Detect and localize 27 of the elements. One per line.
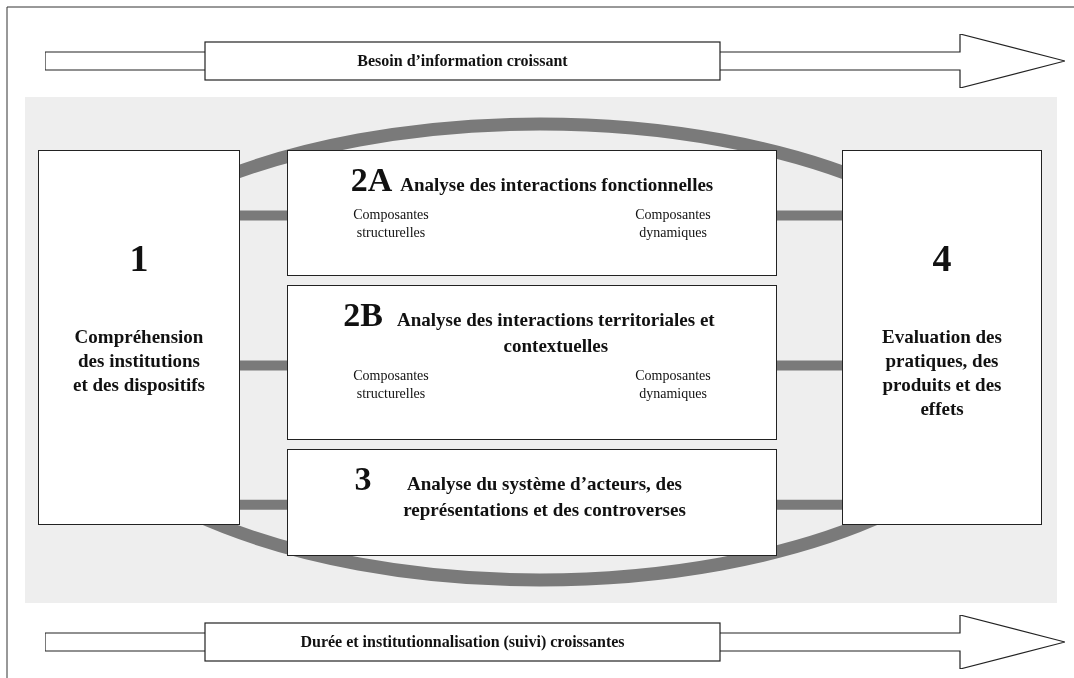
connector-bar xyxy=(240,210,287,221)
connector-bar xyxy=(240,360,287,371)
analysis-box xyxy=(287,285,777,440)
stage-title: Analyse des interactions fonctionnelles xyxy=(400,173,714,197)
arrow-label: Durée et institutionnalisation (suivi) croissantes xyxy=(300,632,625,653)
stage-box xyxy=(842,150,1042,525)
component-label: Composantes dynamiques xyxy=(634,367,712,403)
connector-bar xyxy=(777,499,842,510)
analysis-box xyxy=(287,449,777,556)
stage-title: Compréhension des institutions et des dispositifs xyxy=(72,325,206,397)
connector-bar xyxy=(777,210,842,221)
component-label: Composantes structurelles xyxy=(352,206,430,242)
stage-number: 4 xyxy=(932,239,952,277)
component-label: Composantes structurelles xyxy=(352,367,430,403)
stage-number: 1 xyxy=(129,239,149,277)
connector-bar xyxy=(240,499,287,510)
analysis-box xyxy=(287,150,777,276)
stage-number: 3 xyxy=(354,462,372,496)
stage-number: 2A xyxy=(350,163,393,197)
stage-box xyxy=(38,150,240,525)
stage-title: Analyse du système d’acteurs, des représentations et des controverses xyxy=(402,472,687,522)
stage-title: Evaluation des pratiques, des produits et des effets xyxy=(881,325,1003,421)
stage-number: 2B xyxy=(343,298,383,332)
arrow-label: Besoin d’information croissant xyxy=(357,51,568,71)
connector-bar xyxy=(777,360,842,371)
component-label: Composantes dynamiques xyxy=(634,206,712,242)
stage-title: Analyse des interactions territoriales et contextuelles xyxy=(396,308,716,358)
